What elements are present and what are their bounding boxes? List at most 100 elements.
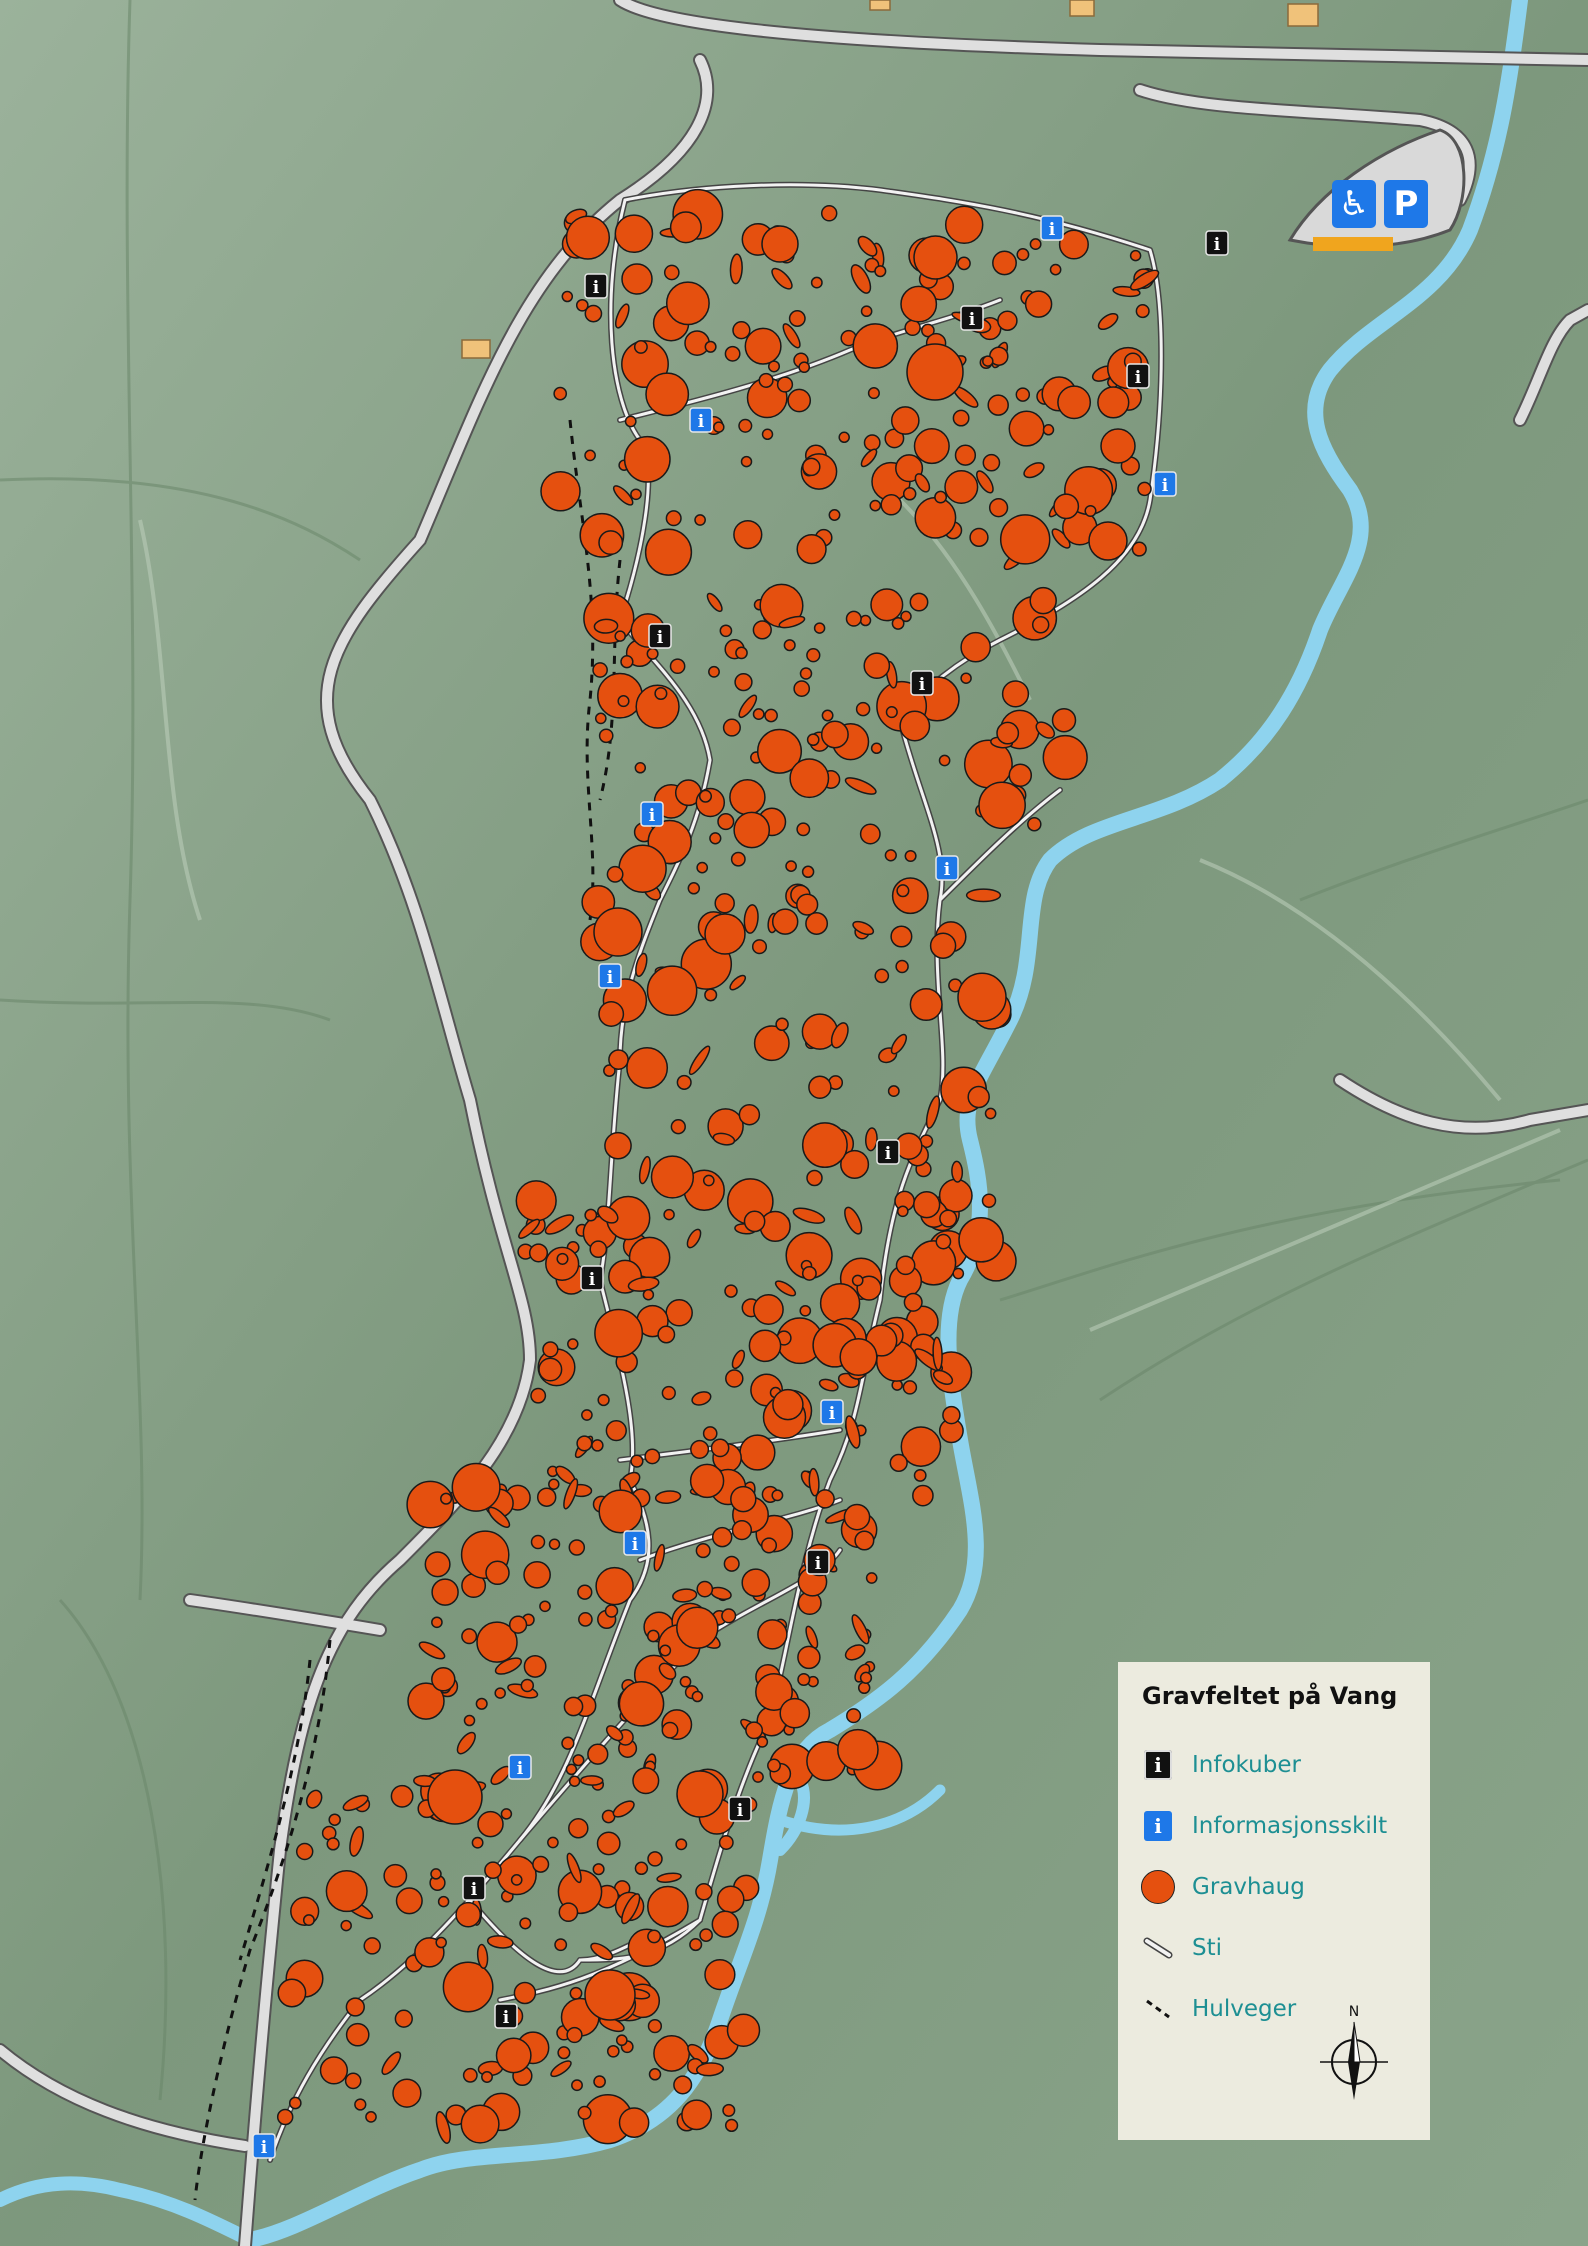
burial-mound [451, 1462, 501, 1512]
burial-mound [726, 2013, 761, 2047]
burial-mound [568, 1539, 586, 1556]
burial-mound [810, 276, 823, 289]
burial-mound [710, 1438, 730, 1458]
burial-mound [900, 285, 938, 323]
burial-mound [638, 1155, 651, 1185]
burial-mound [724, 1284, 738, 1298]
path-icon [1143, 1937, 1173, 1958]
svg-text:i: i [593, 278, 600, 298]
burial-mound [578, 1612, 593, 1627]
burial-mound [904, 849, 917, 863]
burial-mound [859, 823, 881, 845]
legend-item-hulveger: Hulveger [1140, 1978, 1418, 2039]
burial-mound [909, 987, 943, 1022]
burial-mound [778, 615, 806, 629]
burial-mound [598, 1001, 625, 1027]
burial-mound [500, 1808, 513, 1820]
burial-mound [635, 684, 680, 729]
burial-mound [340, 1919, 352, 1932]
burial-mound [568, 1775, 581, 1787]
burial-mound [828, 509, 841, 521]
burial-mound [874, 265, 887, 278]
burial-mound [568, 1817, 589, 1839]
burial-mound [929, 932, 957, 959]
burial-mound [584, 1969, 636, 2021]
burial-mound [427, 1769, 483, 1825]
burial-mound [645, 372, 690, 417]
burial-mound [1008, 763, 1033, 787]
burial-mound [658, 1662, 677, 1680]
svg-text:i: i [632, 1535, 639, 1555]
burial-mound [932, 1369, 954, 1385]
burial-mound [577, 1584, 593, 1600]
burial-mound [548, 1478, 560, 1490]
burial-mound [598, 1489, 643, 1534]
info-sign-icon: i [598, 963, 622, 989]
burial-mound [845, 610, 862, 627]
burial-mound [593, 2075, 606, 2088]
burial-mound [865, 1572, 878, 1584]
burial-mound [830, 1022, 849, 1049]
burial-mound [494, 1687, 506, 1699]
burial-mound [1027, 816, 1042, 832]
burial-mound [1031, 616, 1050, 634]
burial-mound [661, 1385, 676, 1401]
burial-mound [663, 1208, 675, 1221]
burial-mound [960, 672, 972, 684]
burial-mound [899, 710, 931, 742]
info-cube-icon: i [1144, 1749, 1172, 1780]
burial-mound [913, 1468, 927, 1482]
burial-mound [536, 1487, 557, 1507]
svg-text:i: i [815, 1554, 822, 1574]
burial-mound [934, 490, 948, 504]
burial-mound [576, 1435, 593, 1452]
burial-mound [437, 1895, 450, 1908]
burial-mound [539, 1600, 551, 1613]
burial-mound [647, 1851, 663, 1867]
burial-mound [890, 925, 913, 948]
burial-mound [563, 1478, 579, 1510]
burial-mound [748, 1329, 782, 1363]
burial-mound [550, 2060, 572, 2078]
burial-mound [690, 1439, 710, 1459]
info-cube-icon: i [462, 1875, 486, 1901]
svg-text:i: i [944, 860, 951, 880]
burial-mound [563, 1696, 584, 1717]
burial-mound [767, 360, 781, 373]
burial-mound [954, 444, 977, 466]
burial-mound [542, 1341, 559, 1358]
burial-mound [806, 733, 820, 747]
burial-mound [513, 1981, 537, 2005]
burial-mound [431, 1616, 443, 1629]
burial-mound [718, 1835, 734, 1850]
burial-mound [561, 290, 574, 303]
burial-mound [1042, 424, 1055, 436]
burial-mound [895, 1255, 916, 1276]
burial-mound [618, 844, 667, 893]
svg-text:i: i [1214, 235, 1221, 255]
burial-mound [925, 1095, 941, 1129]
burial-mound [644, 528, 693, 576]
burial-mound [854, 1530, 875, 1551]
burial-mound [530, 1387, 547, 1404]
burial-mound [711, 1526, 733, 1548]
burial-mound [729, 253, 743, 285]
burial-mound [580, 1775, 604, 1786]
burial-mound [494, 1657, 522, 1675]
burial-mound [1084, 504, 1097, 518]
legend-item-informasjonsskilt: i Informasjonsskilt [1140, 1795, 1418, 1856]
burial-mound [571, 2079, 583, 2092]
burial-mound [670, 1119, 686, 1135]
burial-mound [326, 1837, 340, 1851]
burial-mound [548, 1538, 561, 1550]
burial-mound [788, 310, 806, 327]
info-cube-icon: i [910, 670, 934, 696]
burial-mound [787, 388, 812, 413]
burial-mound [719, 624, 733, 638]
burial-mound [821, 709, 834, 722]
burial-mound [965, 888, 1002, 903]
burial-mound [1029, 586, 1057, 615]
burial-mound [1053, 493, 1080, 520]
